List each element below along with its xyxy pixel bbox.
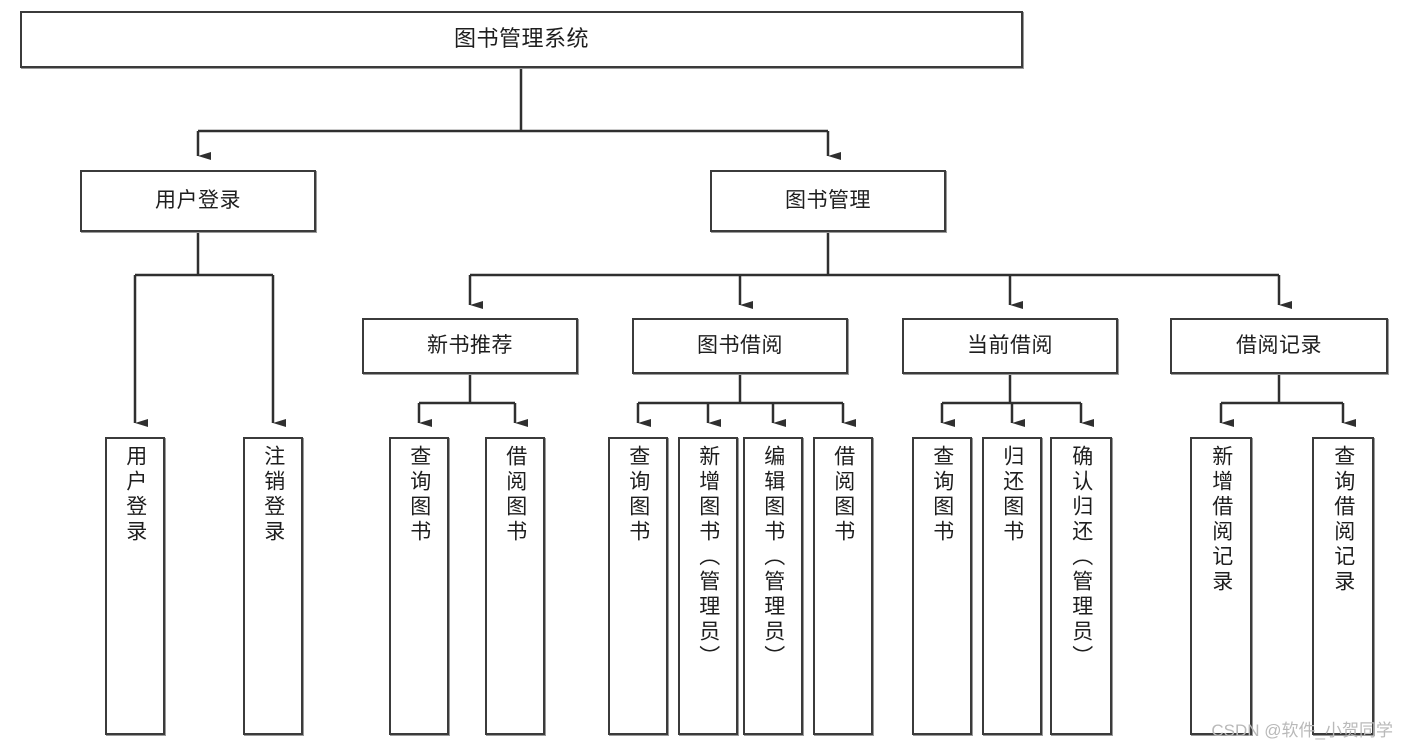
- node-label: 新书推荐: [427, 334, 513, 358]
- node-label: 用户登录: [123, 445, 147, 545]
- node-label: 查询图书: [407, 445, 431, 545]
- node-book-borrow[interactable]: 图书借阅: [632, 318, 848, 374]
- node-label: 图书管理系统: [453, 26, 589, 52]
- node-leaf-return-book[interactable]: 归还图书: [982, 437, 1042, 735]
- node-label: 注销登录: [261, 445, 285, 545]
- node-new-book-recommend[interactable]: 新书推荐: [362, 318, 578, 374]
- watermark-text: CSDN @软件_小贺同学: [1211, 721, 1393, 740]
- node-label: 归还图书: [1000, 445, 1024, 545]
- node-leaf-borrow-book-2[interactable]: 借阅图书: [813, 437, 873, 735]
- node-book-management[interactable]: 图书管理: [710, 170, 946, 232]
- node-label: 编辑图书（管理员）: [761, 445, 785, 670]
- node-leaf-borrow-book-1[interactable]: 借阅图书: [485, 437, 545, 735]
- node-label: 新增图书（管理员）: [696, 445, 720, 670]
- node-leaf-query-record[interactable]: 查询借阅记录: [1312, 437, 1374, 735]
- node-label: 用户登录: [155, 189, 241, 213]
- node-leaf-add-record[interactable]: 新增借阅记录: [1190, 437, 1252, 735]
- node-label: 查询图书: [626, 445, 650, 545]
- node-label: 当前借阅: [967, 334, 1053, 358]
- node-leaf-edit-book[interactable]: 编辑图书（管理员）: [743, 437, 803, 735]
- node-leaf-query-book-1[interactable]: 查询图书: [389, 437, 449, 735]
- node-label: 借阅记录: [1236, 334, 1322, 358]
- node-leaf-query-book-2[interactable]: 查询图书: [608, 437, 668, 735]
- node-leaf-add-book[interactable]: 新增图书（管理员）: [678, 437, 738, 735]
- node-label: 图书管理: [785, 189, 871, 213]
- node-leaf-user-login[interactable]: 用户登录: [105, 437, 165, 735]
- node-leaf-query-book-3[interactable]: 查询图书: [912, 437, 972, 735]
- node-label: 新增借阅记录: [1209, 445, 1233, 595]
- node-user-login[interactable]: 用户登录: [80, 170, 316, 232]
- node-label: 图书借阅: [697, 334, 783, 358]
- node-label: 借阅图书: [503, 445, 527, 545]
- node-label: 借阅图书: [831, 445, 855, 545]
- node-current-borrow[interactable]: 当前借阅: [902, 318, 1118, 374]
- node-label: 查询借阅记录: [1331, 445, 1355, 595]
- node-leaf-confirm-return[interactable]: 确认归还（管理员）: [1050, 437, 1112, 735]
- node-root-system[interactable]: 图书管理系统: [20, 11, 1023, 68]
- node-label: 查询图书: [930, 445, 954, 545]
- node-borrow-record[interactable]: 借阅记录: [1170, 318, 1388, 374]
- node-label: 确认归还（管理员）: [1069, 445, 1093, 670]
- node-leaf-logout[interactable]: 注销登录: [243, 437, 303, 735]
